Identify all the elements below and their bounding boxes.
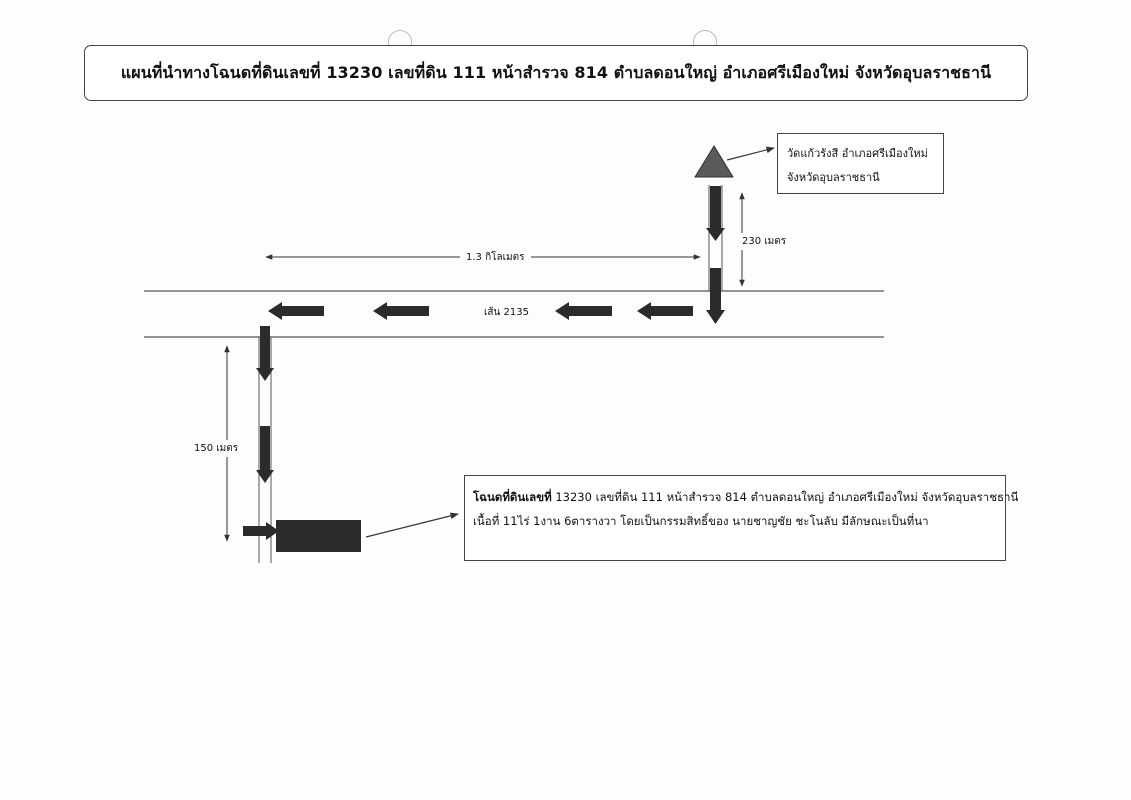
arrow-down-temple-2: [706, 268, 725, 324]
road-name-label: เส้น 2135: [484, 307, 529, 318]
temple-name: วัดแก้วรังสี อำเภอศรีเมืองใหม่: [787, 147, 928, 160]
arrow-left-road-1: [637, 302, 693, 320]
arrow-right-parcel: [243, 522, 279, 540]
title-box: แผนที่นำทางโฉนดที่ดินเลขที่ 13230 เลขที่…: [84, 45, 1028, 101]
parcel-deed-label: โฉนดที่ดินเลขที่: [473, 490, 552, 504]
arrow-left-road-3: [373, 302, 429, 320]
arrow-down-temple-1: [706, 186, 725, 241]
parcel-line-1: โฉนดที่ดินเลขที่ 13230 เลขที่ดิน 111 หน้…: [473, 485, 1018, 509]
arrow-left-road-4: [268, 302, 324, 320]
temple-callout-pointer: [726, 146, 775, 161]
parcel-plot: [276, 520, 361, 552]
distance-label-temple: 230 เมตร: [740, 233, 789, 250]
distance-label-road: 1.3 กิโลเมตร: [460, 250, 531, 265]
parcel-line-2: เนื้อที่ 11ไร่ 1งาน 6ตารางวา โดยเป็นกรรม…: [473, 514, 929, 528]
parcel-callout-pointer: [365, 512, 459, 538]
temple-triangle-icon: [694, 145, 734, 178]
parcel-callout: โฉนดที่ดินเลขที่ 13230 เลขที่ดิน 111 หน้…: [464, 475, 1018, 561]
arrow-left-road-2: [555, 302, 612, 320]
distance-label-parcel: 150 เมตร: [192, 440, 241, 457]
temple-callout: วัดแก้วรังสี อำเภอศรีเมืองใหม่ จังหวัดอุ…: [777, 133, 944, 194]
arrow-down-parcel-2: [256, 426, 274, 483]
arrow-down-parcel-1: [256, 326, 274, 381]
parcel-deed-details: 13230 เลขที่ดิน 111 หน้าสำรวจ 814 ตำบลดอ…: [551, 490, 1019, 504]
temple-province: จังหวัดอุบลราชธานี: [787, 171, 880, 184]
page-title: แผนที่นำทางโฉนดที่ดินเลขที่ 13230 เลขที่…: [120, 62, 992, 82]
